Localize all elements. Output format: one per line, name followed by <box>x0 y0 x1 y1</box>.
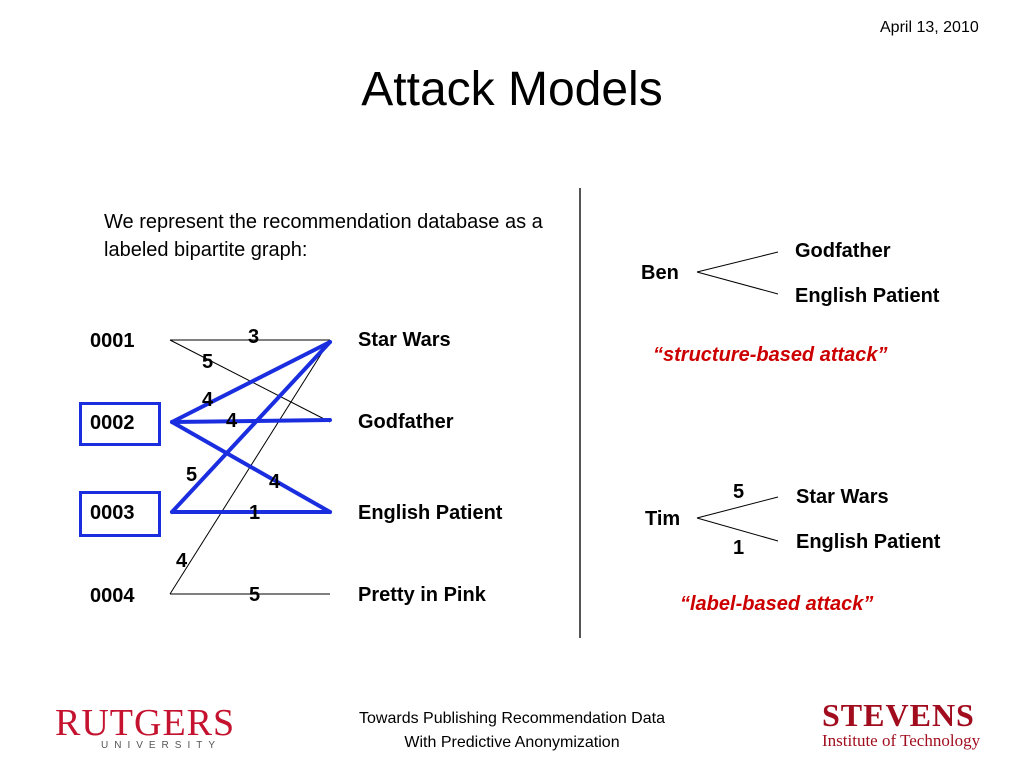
rutgers-logo-sub: UNIVERSITY <box>101 740 222 751</box>
footer-title: Towards Publishing Recommendation Data W… <box>0 707 1024 755</box>
tim-node: Tim <box>645 508 681 530</box>
edge-label: 4 <box>226 410 238 432</box>
slide-date: April 13, 2010 <box>880 19 979 36</box>
edge-label: 5 <box>186 464 198 486</box>
movie-node-englishpatient: English Patient <box>358 502 503 524</box>
stevens-logo: STEVENS Institute of Technology <box>822 698 980 750</box>
structure-attack-caption: “structure-based attack” <box>653 344 888 366</box>
ben-node: Ben <box>641 262 679 284</box>
stevens-logo-main: STEVENS <box>822 697 975 733</box>
user-node-0001: 0001 <box>90 330 135 352</box>
tim-rating-starwars: 5 <box>733 481 745 503</box>
edge-0002-starwars <box>170 340 332 424</box>
tim-movie-starwars: Star Wars <box>796 486 889 508</box>
user-0002-highlight-box <box>79 402 161 446</box>
edge-0003-starwars <box>170 340 332 514</box>
edge-0002-godfather <box>170 418 332 424</box>
footer-line-2: With Predictive Anonymization <box>404 734 620 751</box>
user-node-0002: 0002 <box>90 412 135 434</box>
movie-node-prettyinpink: Pretty in Pink <box>358 584 486 606</box>
edge-label: 4 <box>269 471 281 493</box>
edge-tim-englishpatient <box>696 517 779 542</box>
movie-node-starwars: Star Wars <box>358 329 451 351</box>
edge-label: 5 <box>202 351 214 373</box>
movie-node-godfather: Godfather <box>358 411 454 433</box>
ben-movie-godfather: Godfather <box>795 240 891 262</box>
edge-0002-englishpatient <box>170 420 332 514</box>
edge-tim-starwars <box>696 496 779 519</box>
footer-line-1: Towards Publishing Recommendation Data <box>359 710 665 727</box>
user-node-0004: 0004 <box>90 585 135 607</box>
label-attack-caption: “label-based attack” <box>680 593 874 615</box>
edge-ben-englishpatient <box>696 271 779 295</box>
stevens-logo-sub: Institute of Technology <box>822 731 981 750</box>
edge-label: 5 <box>249 584 261 606</box>
user-0003-highlight-box <box>79 491 161 537</box>
attack-edges <box>696 251 779 542</box>
rutgers-logo-main: RUTGERS <box>55 702 236 744</box>
vertical-divider <box>579 188 581 638</box>
intro-text: We represent the recommendation database… <box>104 211 543 261</box>
edge-ben-godfather <box>696 251 779 273</box>
edge-label: 4 <box>176 550 188 572</box>
edge-label: 1 <box>249 502 261 524</box>
user-node-0003: 0003 <box>90 502 135 524</box>
rutgers-logo: RUTGERS UNIVERSITY <box>55 701 236 751</box>
tim-movie-englishpatient: English Patient <box>796 531 941 553</box>
highlight-edges <box>170 340 332 514</box>
ben-movie-englishpatient: English Patient <box>795 285 940 307</box>
edge-label: 4 <box>202 389 214 411</box>
slide-title: Attack Models <box>361 63 663 116</box>
edge-label: 3 <box>248 326 260 348</box>
tim-rating-englishpatient: 1 <box>733 537 745 559</box>
